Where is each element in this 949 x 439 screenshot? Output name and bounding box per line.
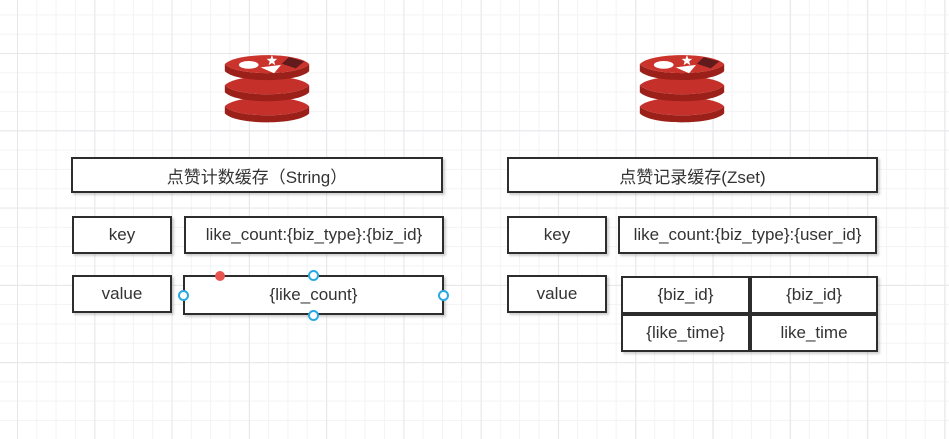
left-value-label: value bbox=[101, 284, 143, 303]
right-key-value: like_count:{biz_type}:{user_id} bbox=[633, 225, 862, 244]
selection-handle-top[interactable] bbox=[308, 270, 319, 281]
value-table-cell-r1c1[interactable]: {biz_id} bbox=[621, 276, 750, 314]
left-key-label: key bbox=[108, 225, 136, 244]
right-key-value-box[interactable]: like_count:{biz_type}:{user_id} bbox=[618, 216, 877, 254]
right-value-label: value bbox=[536, 284, 578, 303]
value-table-cell-text: {biz_id} bbox=[657, 285, 714, 304]
left-value-label-box[interactable]: value bbox=[72, 275, 172, 313]
left-key-label-box[interactable]: key bbox=[72, 216, 172, 254]
left-key-value: like_count:{biz_type}:{biz_id} bbox=[205, 225, 423, 244]
left-title-box[interactable]: 点赞计数缓存（String） bbox=[71, 157, 443, 193]
right-title-label: 点赞记录缓存(Zset) bbox=[619, 167, 766, 187]
value-table-cell-text: {like_time} bbox=[646, 323, 725, 342]
right-key-label: key bbox=[543, 225, 571, 244]
left-value-value: {like_count} bbox=[269, 285, 358, 304]
redis-logo-icon[interactable] bbox=[222, 44, 312, 130]
selection-handle-bottom[interactable] bbox=[308, 310, 319, 321]
left-value-box-selected[interactable]: {like_count} bbox=[183, 275, 444, 315]
selection-anchor-dot[interactable] bbox=[215, 271, 225, 281]
left-key-value-box[interactable]: like_count:{biz_type}:{biz_id} bbox=[184, 216, 444, 254]
left-title-label: 点赞计数缓存（String） bbox=[166, 167, 348, 187]
value-table-cell-text: {biz_id} bbox=[786, 285, 842, 304]
value-table-cell-text: like_time bbox=[780, 323, 848, 342]
selection-handle-right[interactable] bbox=[438, 290, 449, 301]
right-value-label-box[interactable]: value bbox=[507, 275, 607, 313]
right-key-label-box[interactable]: key bbox=[507, 216, 607, 254]
value-table-cell-r2c2[interactable]: like_time bbox=[750, 314, 878, 352]
value-table-cell-r2c1[interactable]: {like_time} bbox=[621, 314, 750, 352]
value-table-cell-r1c2[interactable]: {biz_id} bbox=[750, 276, 878, 314]
selection-handle-left[interactable] bbox=[178, 290, 189, 301]
right-title-box[interactable]: 点赞记录缓存(Zset) bbox=[507, 157, 878, 193]
redis-logo-icon[interactable] bbox=[637, 44, 727, 130]
